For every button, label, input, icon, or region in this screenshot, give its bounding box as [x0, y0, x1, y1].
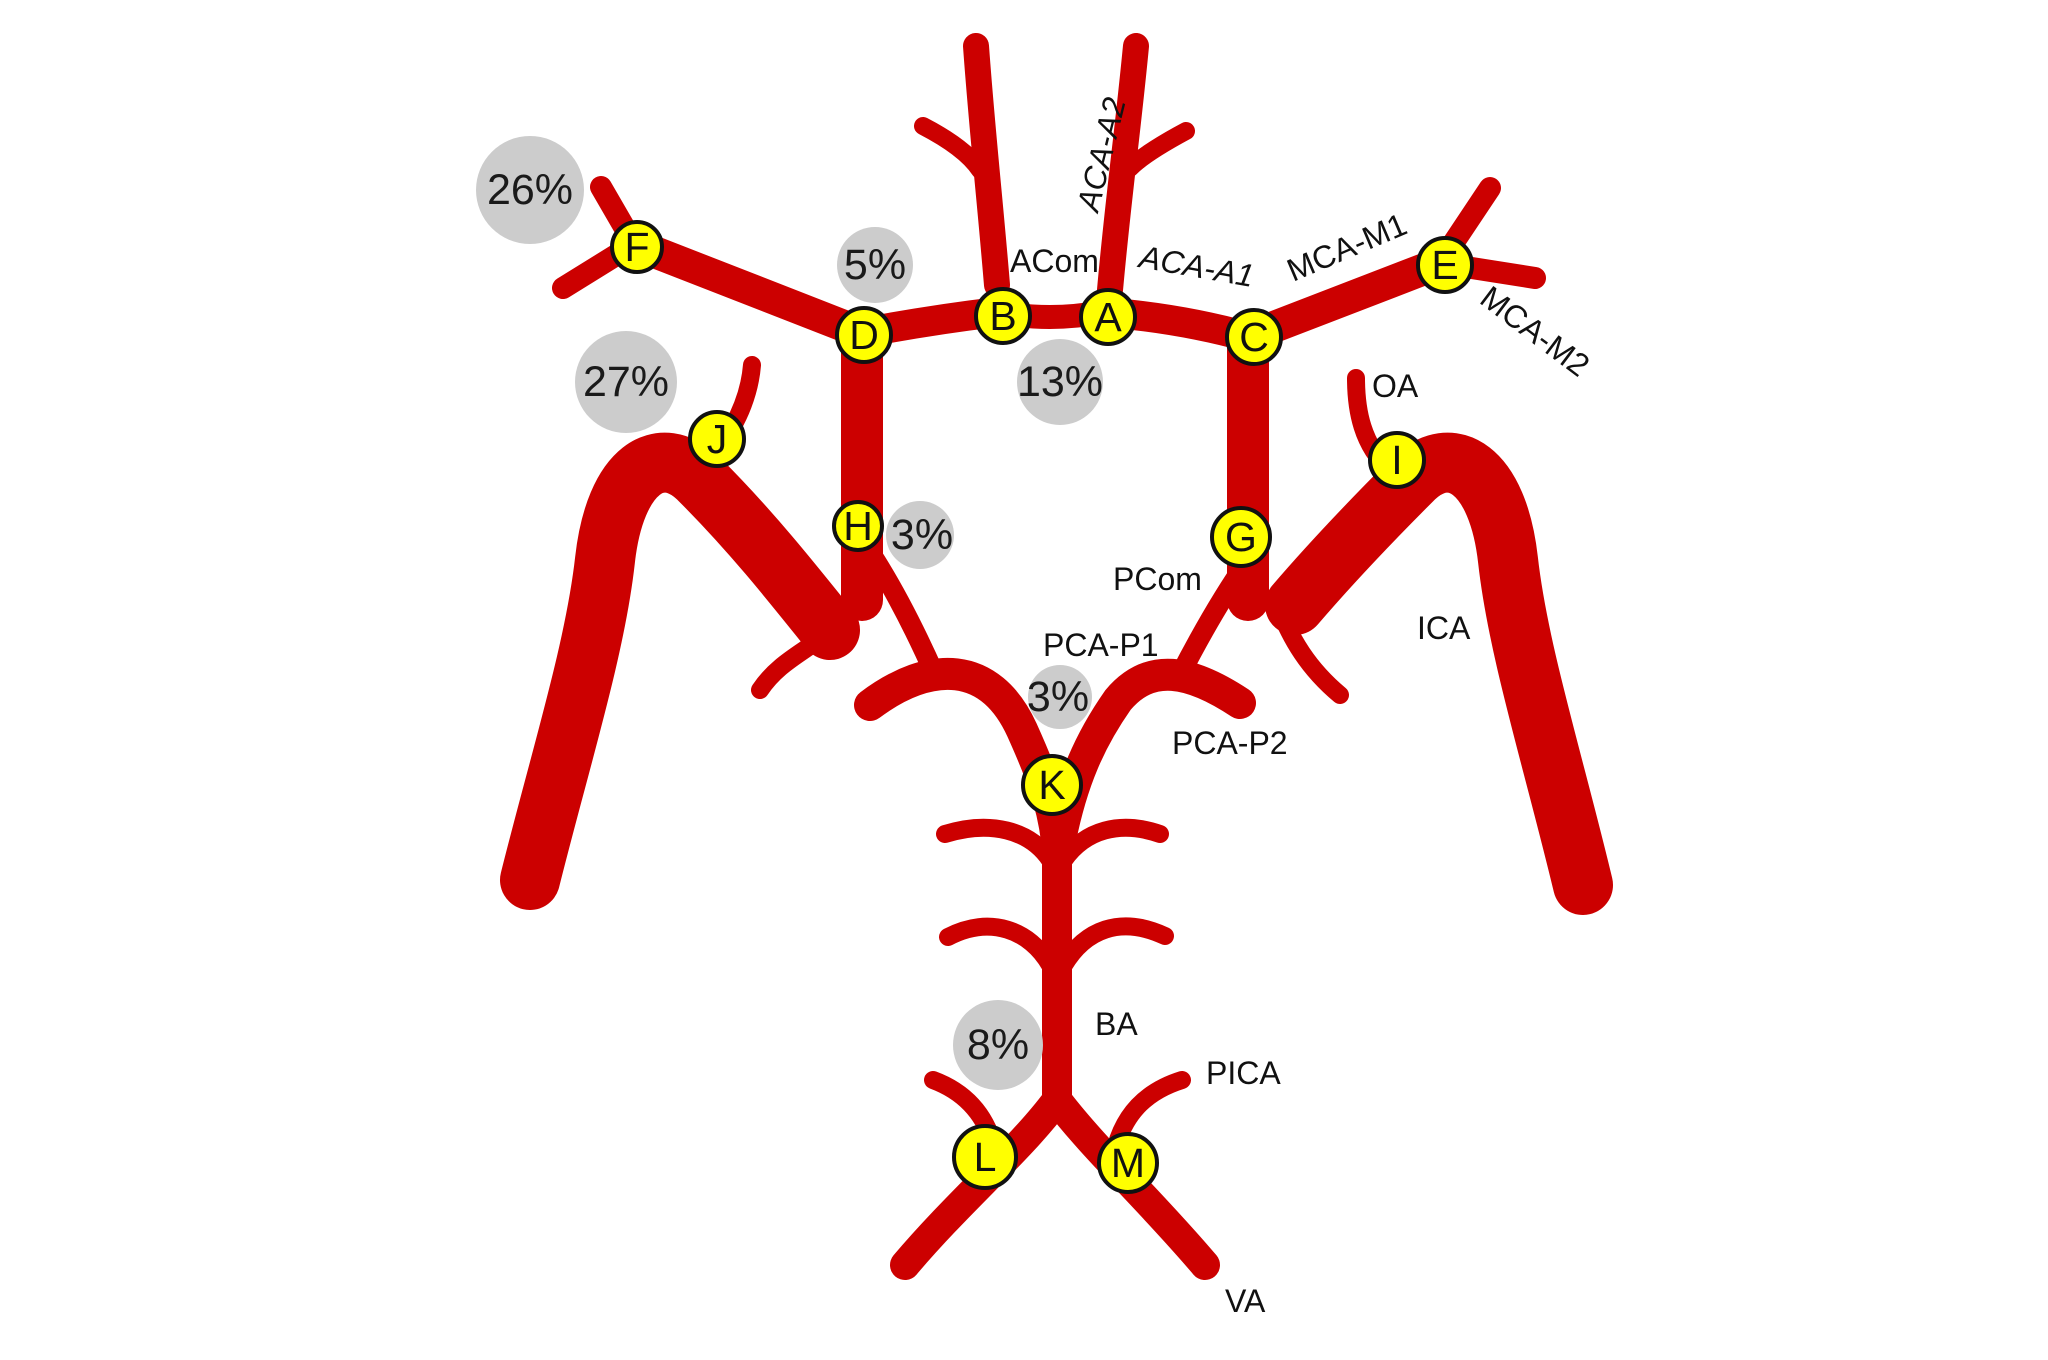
- left-mca-m1-vessel: [618, 228, 878, 349]
- percentage-label: 26%: [487, 166, 573, 214]
- percentage-bubble-j: 27%: [575, 331, 677, 433]
- marker-i: I: [1368, 431, 1426, 489]
- percentage-label: 27%: [583, 358, 669, 406]
- marker-d: D: [835, 306, 893, 364]
- marker-a: A: [1079, 288, 1137, 346]
- mca-m2-label: MCA-M2: [1474, 279, 1596, 384]
- ba-right-branch-1: [1055, 818, 1169, 869]
- va-label: VA: [1225, 1283, 1266, 1319]
- marker-label: E: [1431, 242, 1458, 288]
- right-ica-vessel: [1265, 432, 1613, 915]
- marker-label: M: [1111, 1140, 1145, 1186]
- marker-label: G: [1225, 514, 1257, 560]
- marker-label: D: [849, 312, 879, 358]
- oa-label: OA: [1372, 368, 1419, 404]
- ba-left-branch-2: [939, 917, 1059, 974]
- right-aca-a2-branch: [1121, 122, 1195, 177]
- pca-p2-label: PCA-P2: [1172, 725, 1288, 761]
- percentage-bubbles: 26% 5% 13% 27% 3% 3% 8%: [476, 136, 1103, 1090]
- marker-label: H: [843, 503, 873, 549]
- marker-b: B: [974, 287, 1032, 345]
- pca-p1-label: PCA-P1: [1043, 627, 1159, 663]
- percentage-label: 3%: [891, 511, 953, 559]
- percentage-bubble-acom: 13%: [1017, 339, 1103, 425]
- left-ica-vessel: [500, 432, 860, 910]
- percentage-bubble-f: 26%: [476, 136, 584, 244]
- left-pca-p1-vessel: [852, 530, 945, 685]
- left-ica-lower-branch: [751, 621, 839, 699]
- marker-l: L: [952, 1124, 1018, 1190]
- percentage-bubble-k: 3%: [1027, 665, 1092, 729]
- marker-g: G: [1210, 506, 1272, 568]
- junction-markers: A B C D E F G H I J K L M: [610, 220, 1474, 1194]
- marker-j: J: [688, 410, 746, 468]
- marker-f: F: [610, 220, 664, 274]
- ba-label: BA: [1095, 1006, 1138, 1042]
- acom-label: ACom: [1010, 243, 1099, 279]
- marker-m: M: [1097, 1132, 1159, 1194]
- right-ica-lower-branch: [1267, 591, 1349, 704]
- percentage-label: 13%: [1017, 358, 1103, 406]
- ba-right-branch-2: [1055, 917, 1174, 974]
- percentage-label: 3%: [1027, 673, 1089, 721]
- percentage-label: 8%: [967, 1021, 1029, 1069]
- ica-label: ICA: [1417, 610, 1471, 646]
- marker-label: A: [1094, 294, 1122, 340]
- pcom-label: PCom: [1113, 561, 1202, 597]
- marker-label: B: [989, 293, 1016, 339]
- marker-k: K: [1021, 754, 1083, 816]
- marker-c: C: [1225, 308, 1283, 366]
- left-aca-a2-branch: [914, 117, 989, 179]
- marker-e: E: [1416, 236, 1474, 294]
- percentage-bubble-d: 5%: [837, 227, 913, 303]
- marker-label: I: [1391, 437, 1402, 483]
- marker-label: K: [1038, 762, 1065, 808]
- percentage-bubble-h: 3%: [886, 501, 954, 569]
- pica-label: PICA: [1206, 1055, 1281, 1091]
- percentage-bubble-ba: 8%: [953, 1000, 1043, 1090]
- aca-a1-label: ACA-A1: [1135, 238, 1257, 294]
- marker-label: L: [974, 1134, 997, 1180]
- ba-left-branch-1: [936, 818, 1059, 869]
- marker-label: J: [707, 416, 728, 462]
- marker-label: F: [624, 224, 649, 270]
- marker-h: H: [832, 500, 884, 552]
- marker-label: C: [1239, 314, 1269, 360]
- percentage-label: 5%: [844, 241, 906, 289]
